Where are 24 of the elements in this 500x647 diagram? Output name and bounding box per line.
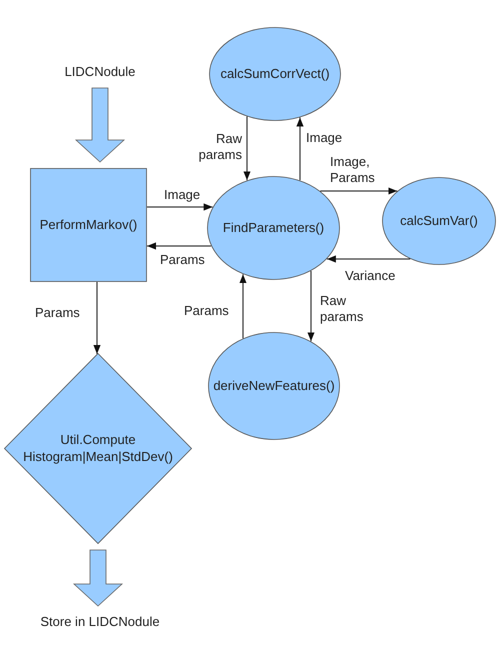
node-label: calcSumCorrVect(): [220, 66, 330, 82]
arrow: [307, 270, 315, 342]
arrow: [326, 255, 411, 263]
arrow: [146, 203, 214, 211]
arrow: [93, 282, 101, 355]
node-label: deriveNewFeatures(): [213, 378, 335, 394]
process-ellipse: [382, 177, 496, 265]
arrow: [146, 242, 212, 250]
text-label: LIDCNodule: [64, 64, 136, 80]
arrow: [243, 116, 251, 181]
node-label: calcSumVar(): [400, 212, 478, 230]
arrow: [239, 274, 247, 339]
arrow: [296, 117, 304, 181]
node-label: PerformMarkov(): [40, 216, 138, 234]
process-box: [30, 168, 147, 282]
process-ellipse: [209, 27, 341, 121]
block-arrow: [72, 550, 124, 607]
arrow: [320, 187, 398, 195]
node-label: FindParameters(): [222, 220, 324, 236]
node-label: Util.Compute Histogram|Mean|StdDev(): [22, 432, 174, 465]
text-label: Store in LIDCNodule: [40, 614, 160, 630]
block-arrow: [74, 88, 126, 163]
decision-diamond: [4, 353, 192, 544]
process-ellipse: [208, 332, 340, 440]
